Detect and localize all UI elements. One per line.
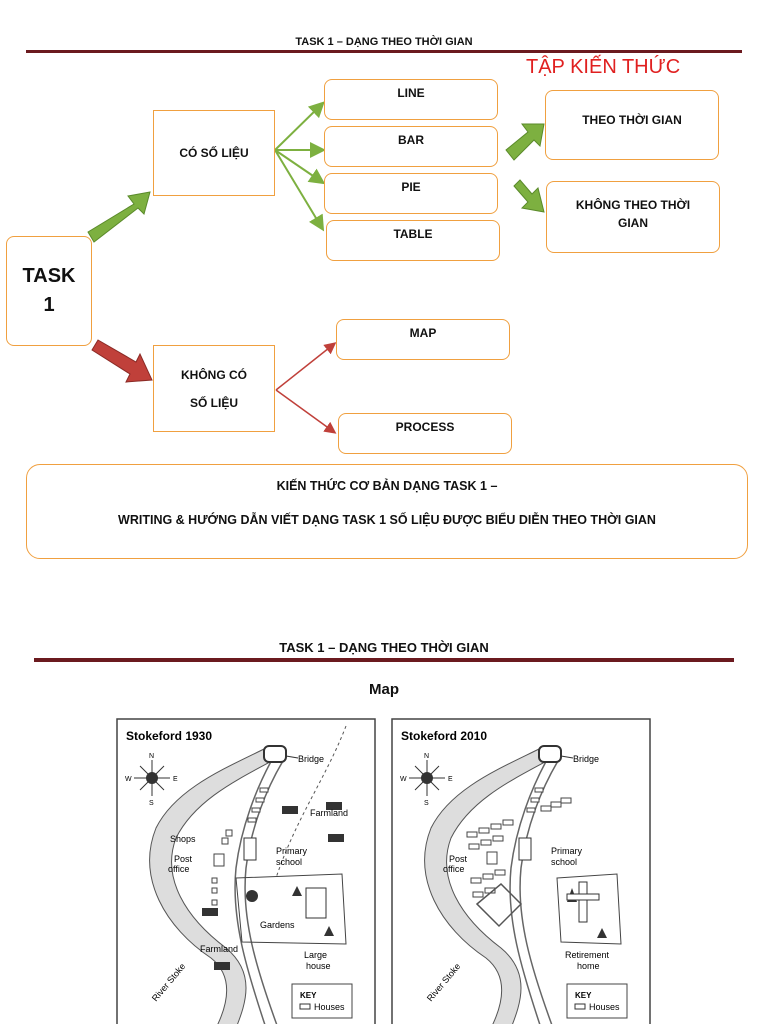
svg-text:Farmland: Farmland: [310, 808, 348, 818]
svg-text:Primary: Primary: [276, 846, 307, 856]
footer-summary-box: KIẾN THỨC CƠ BẢN DẠNG TASK 1 – WRITING &…: [26, 464, 748, 559]
section-title: Map: [369, 681, 399, 698]
svg-text:Houses: Houses: [314, 1002, 345, 1012]
svg-text:S: S: [424, 800, 429, 807]
svg-text:E: E: [448, 776, 453, 783]
map-1930: Stokeford 1930 Bridge N S W E Farmland S…: [116, 718, 376, 1024]
not-over-time-line2: GIAN: [618, 216, 648, 230]
svg-text:KEY: KEY: [300, 991, 317, 1000]
task1-line2: 1: [43, 294, 55, 316]
map2-title: Stokeford 2010: [401, 729, 487, 743]
red-arrow-big: [91, 339, 153, 383]
with-data-label: CÓ SỐ LIỆU: [179, 146, 249, 160]
page2-header: TASK 1 – DẠNG THEO THỜI GIAN: [279, 640, 489, 655]
svg-text:Post: Post: [449, 854, 468, 864]
svg-text:Houses: Houses: [589, 1002, 620, 1012]
svg-text:Retirement: Retirement: [565, 950, 610, 960]
type-table-box: TABLE: [326, 220, 500, 261]
svg-text:Large: Large: [304, 950, 327, 960]
svg-text:office: office: [168, 864, 189, 874]
footer-line1: KIẾN THỨC CƠ BẢN DẠNG TASK 1 –: [276, 479, 498, 493]
with-data-box: CÓ SỐ LIỆU: [153, 110, 275, 196]
svg-text:N: N: [149, 753, 154, 760]
svg-text:house: house: [306, 961, 331, 971]
without-data-line2: SỐ LIỆU: [189, 395, 238, 410]
not-over-time-box: KHÔNG THEO THỜI GIAN: [546, 181, 720, 253]
over-time-box: THEO THỜI GIAN: [545, 90, 719, 160]
svg-text:W: W: [125, 776, 132, 783]
svg-text:S: S: [149, 800, 154, 807]
green-arrow-down: [513, 179, 545, 213]
map-2010: Stokeford 2010 Bridge N S W E Primary sc…: [391, 718, 651, 1024]
svg-text:home: home: [577, 961, 600, 971]
green-arrow-up: [505, 123, 545, 161]
svg-text:N: N: [424, 753, 429, 760]
type-map-box: MAP: [336, 319, 510, 360]
without-data-line1: KHÔNG CÓ: [181, 367, 247, 382]
svg-text:school: school: [276, 857, 302, 867]
map1-label-bridge: Bridge: [298, 754, 324, 764]
compass-2010: N S W E: [400, 753, 453, 807]
svg-text:Post: Post: [174, 854, 193, 864]
page2-rule: [34, 658, 734, 662]
type-process: PROCESS: [395, 420, 455, 434]
page1-header: TASK 1 – DẠNG THEO THỜI GIAN: [295, 36, 473, 48]
svg-text:school: school: [551, 857, 577, 867]
type-process-box: PROCESS: [338, 413, 512, 454]
type-table: TABLE: [393, 227, 433, 241]
footer-line2: WRITING & HƯỚNG DẪN VIẾT DẠNG TASK 1 SỐ …: [118, 513, 656, 527]
type-pie: PIE: [401, 180, 421, 194]
svg-text:office: office: [443, 864, 464, 874]
type-map: MAP: [409, 326, 437, 340]
svg-text:Bridge: Bridge: [573, 754, 599, 764]
svg-text:Gardens: Gardens: [260, 920, 295, 930]
svg-text:KEY: KEY: [575, 991, 592, 1000]
svg-text:E: E: [173, 776, 178, 783]
header-rule: [26, 50, 742, 53]
corner-title: TẬP KIẾN THỨC: [526, 56, 681, 78]
type-pie-box: PIE: [324, 173, 498, 214]
task1-line1: TASK: [22, 265, 76, 287]
svg-text:W: W: [400, 776, 407, 783]
type-bar: BAR: [398, 133, 424, 147]
type-line: LINE: [397, 86, 425, 100]
svg-text:Shops: Shops: [170, 834, 196, 844]
over-time-label: THEO THỜI GIAN: [582, 113, 682, 127]
without-data-box: KHÔNG CÓ SỐ LIỆU: [153, 345, 275, 432]
type-bar-box: BAR: [324, 126, 498, 167]
type-line-box: LINE: [324, 79, 498, 120]
not-over-time-line1: KHÔNG THEO THỜI: [575, 198, 691, 212]
green-arrow-big: [87, 191, 151, 243]
map1-title: Stokeford 1930: [126, 729, 212, 743]
svg-text:Farmland: Farmland: [200, 944, 238, 954]
svg-text:Primary: Primary: [551, 846, 582, 856]
flow-connectors: [87, 101, 545, 434]
compass-1930: N S W E: [125, 753, 178, 807]
task1-box: TASK 1: [6, 236, 92, 346]
